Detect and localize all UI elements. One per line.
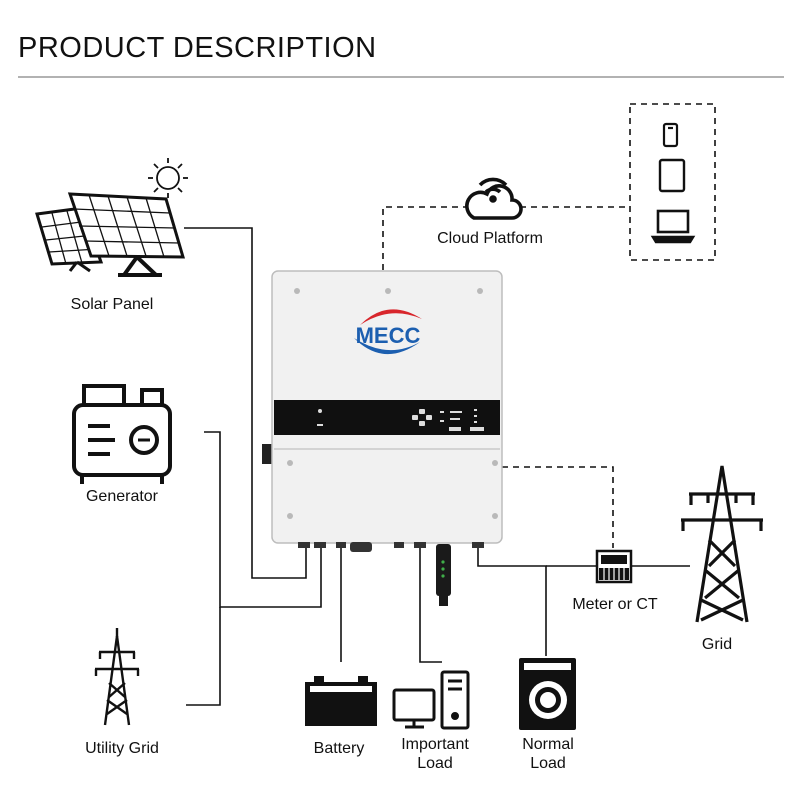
sun-icon <box>148 158 188 198</box>
normal-load-line <box>477 548 547 656</box>
solar-panel-icon <box>35 192 186 277</box>
utility-grid-line <box>186 607 221 706</box>
generator-label: Generator <box>86 488 159 505</box>
battery-icon <box>305 676 377 726</box>
important-load-label-line1: Important <box>401 736 469 753</box>
laptop-icon <box>650 209 696 244</box>
phone-icon <box>662 122 679 148</box>
solar-panel-label: Solar Panel <box>71 296 154 313</box>
generator-icon <box>72 384 172 484</box>
ct-link <box>502 466 614 548</box>
inverter-unit: MECC <box>262 270 503 606</box>
meter-icon <box>595 549 633 584</box>
wifi-dongle <box>436 544 451 606</box>
normal-load-label-line2: Load <box>530 755 566 772</box>
control-panel <box>274 400 500 435</box>
grid-tower-icon <box>681 465 763 623</box>
solar-line <box>184 227 307 579</box>
computer-icon <box>392 670 470 730</box>
normal-load-label-line1: Normal <box>522 736 574 753</box>
power-tower-icon <box>94 628 140 726</box>
wifi-cloud-icon <box>465 177 523 220</box>
brand-logo: MECC <box>356 323 421 348</box>
dashed-lines <box>382 103 716 548</box>
wiring-lines <box>184 227 690 706</box>
utility-grid-label: Utility Grid <box>85 740 159 757</box>
cloud-platform-label: Cloud Platform <box>437 230 543 247</box>
grid-label: Grid <box>702 636 732 653</box>
battery-label: Battery <box>314 740 365 757</box>
page-title: PRODUCT DESCRIPTION <box>18 32 377 64</box>
important-load-line <box>419 548 442 663</box>
washing-machine-icon <box>519 658 576 730</box>
meter-label: Meter or CT <box>572 596 658 613</box>
brand-swoosh-low <box>354 338 420 355</box>
tablet-icon <box>658 158 686 193</box>
important-load-label-line2: Load <box>417 755 453 772</box>
brand-swoosh <box>360 309 422 325</box>
